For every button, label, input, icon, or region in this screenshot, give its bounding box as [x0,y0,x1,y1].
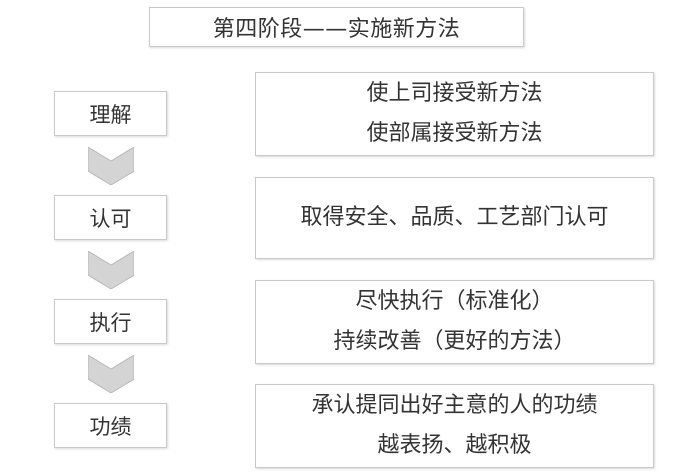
stage-box-merit: 功绩 [54,403,167,448]
stage-label: 功绩 [89,414,132,439]
description-line: 越表扬、越积极 [377,433,532,458]
description-box-merit: 承认提同出好主意的人的功绩 越表扬、越积极 [255,384,654,468]
description-line: 尽快执行（标准化） [355,289,554,314]
description-box-understand: 使上司接受新方法 使部属接受新方法 [255,72,654,156]
stage-box-understand: 理解 [54,91,167,136]
chevron-down-icon [88,355,134,393]
chevron-down-icon [88,147,134,185]
stage-label: 执行 [89,310,132,335]
description-line: 使上司接受新方法 [366,81,543,106]
chevron-down-icon [88,251,134,289]
description-line: 持续改善（更好的方法） [333,329,576,354]
description-line: 承认提同出好主意的人的功绩 [311,393,598,418]
description-line: 使部属接受新方法 [366,121,543,146]
description-line: 取得安全、品质、工艺部门认可 [300,205,609,230]
diagram-title: 第四阶段——实施新方法 [149,7,524,47]
description-box-execute: 尽快执行（标准化） 持续改善（更好的方法） [255,280,654,364]
stage-box-approve: 认可 [54,195,167,240]
stage-box-execute: 执行 [54,299,167,344]
stage-label: 认可 [89,206,132,231]
description-box-approve: 取得安全、品质、工艺部门认可 [255,177,654,259]
stage-label: 理解 [89,102,132,127]
